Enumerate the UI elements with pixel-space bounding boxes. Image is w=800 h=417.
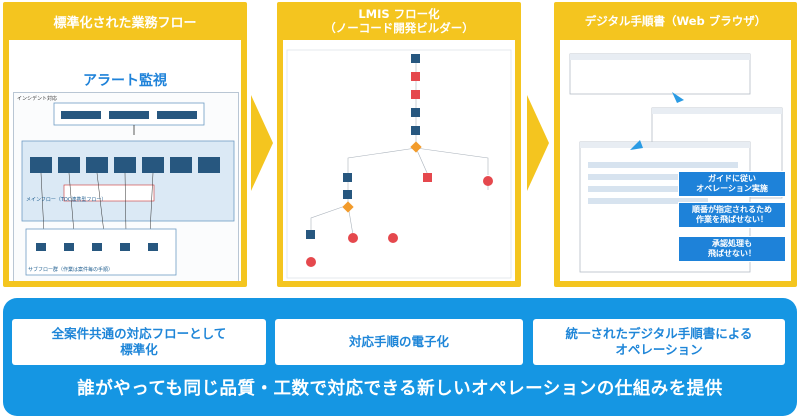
callout-order-enforced: 順番が指定されるため 作業を飛ばせない！ xyxy=(678,202,786,228)
sub-flow-label: サブフロー群（作業は案件毎の手順） xyxy=(28,267,114,273)
no-code-builder-screenshot xyxy=(283,40,515,281)
callout-approval-enforced: 承認処理も 飛ばせない！ xyxy=(678,236,786,262)
point-digitization: 対応手順の電子化 xyxy=(275,319,523,365)
callout-line2: オペレーション実施 xyxy=(696,184,768,193)
callout-line1: ガイドに従い xyxy=(708,174,756,183)
point-line1: 対応手順の電子化 xyxy=(348,334,449,349)
callout-line1: 承認処理も xyxy=(712,239,752,248)
main-flow-label: メインフロー（TOC連携型フロー） xyxy=(26,197,107,203)
screen-title: アラート監視 xyxy=(83,73,167,89)
flow-diagram-sketch xyxy=(21,102,235,276)
panel-title: LMIS フロー化 （ノーコード開発ビルダー） xyxy=(277,2,521,40)
digital-procedure-panel: デジタル手順書（Web ブラウザ） ガイドに従い オペレーション実施 順番が指定… xyxy=(554,2,797,287)
incident-box: インシデント対応 xyxy=(13,92,239,281)
flow-screenshot: アラート監視 インシデント対応 xyxy=(9,40,241,281)
point-line2: 標準化 xyxy=(120,342,158,357)
standardized-flow-panel: 標準化された業務フロー アラート監視 インシデント対応 xyxy=(3,2,247,287)
tagline: 誰がやっても同じ品質・工数で対応できる新しいオペレーションの仕組みを提供 xyxy=(77,379,723,399)
point-standardization: 全案件共通の対応フローとして 標準化 xyxy=(12,319,266,365)
point-line1: 統一されたデジタル手順書による xyxy=(565,326,753,341)
browser-screenshot: ガイドに従い オペレーション実施 順番が指定されるため 作業を飛ばせない！ 承認… xyxy=(560,40,791,281)
point-line1: 全案件共通の対応フローとして xyxy=(51,326,227,341)
callout-line2: 作業を飛ばせない！ xyxy=(696,215,768,224)
callout-line2: 飛ばせない！ xyxy=(708,249,756,258)
panel-title-line2: （ノーコード開発ビルダー） xyxy=(324,21,474,35)
lmis-flow-panel: LMIS フロー化 （ノーコード開発ビルダー） xyxy=(277,2,521,287)
panel-title-line1: LMIS フロー化 xyxy=(358,7,440,21)
panel-title: 標準化された業務フロー xyxy=(53,15,197,31)
callout-line1: 順番が指定されるため xyxy=(692,205,772,214)
panel-title: デジタル手順書（Web ブラウザ） xyxy=(584,14,767,28)
callout-follow-guide: ガイドに従い オペレーション実施 xyxy=(678,171,786,197)
arrow-right-icon xyxy=(251,95,273,191)
point-unified-operation: 統一されたデジタル手順書による オペレーション xyxy=(533,319,785,365)
arrow-right-icon xyxy=(527,95,549,191)
builder-flow-sketch xyxy=(286,49,512,279)
point-line2: オペレーション xyxy=(615,342,703,357)
box-title: インシデント対応 xyxy=(17,96,58,102)
